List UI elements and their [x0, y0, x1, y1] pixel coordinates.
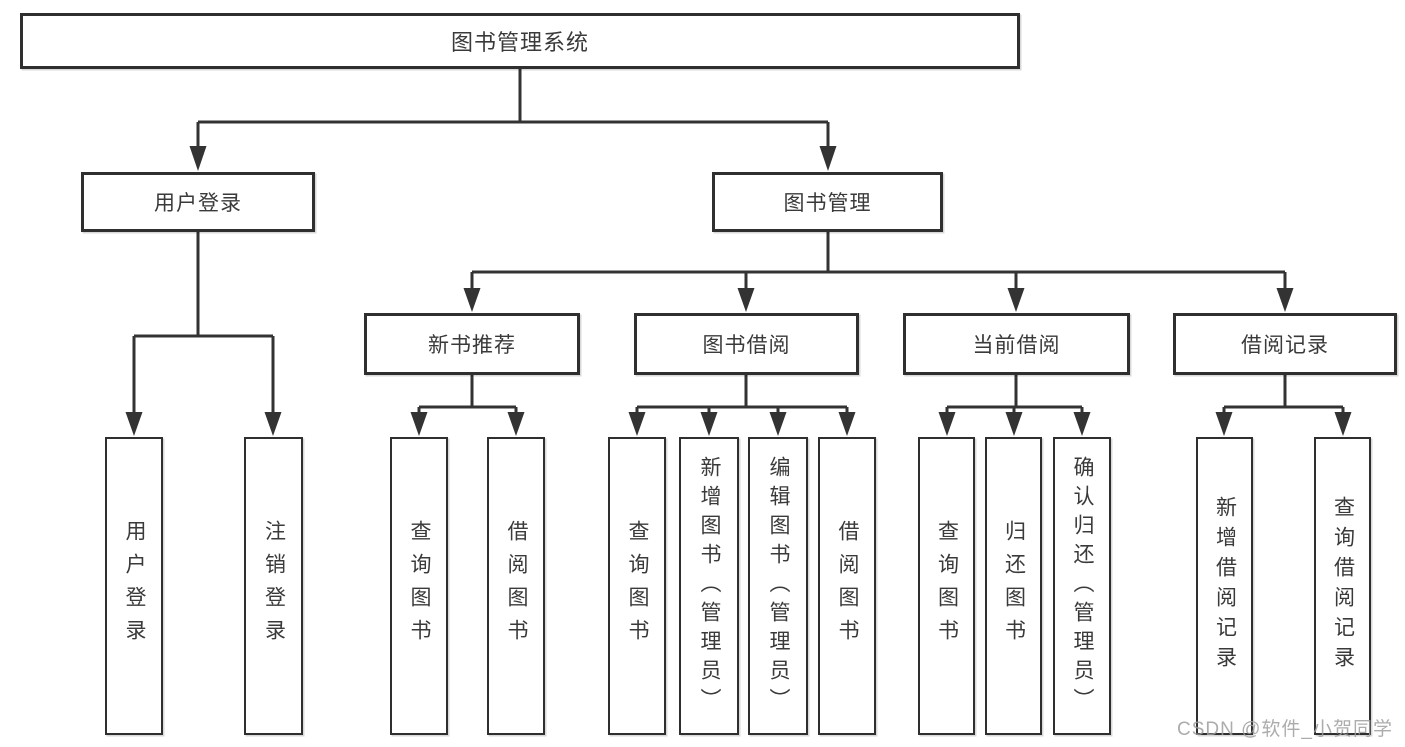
node-new-book-recommend: 新书推荐 — [364, 313, 580, 375]
arrowheads — [125, 146, 1352, 436]
node-library-system-root: 图书管理系统 — [20, 13, 1020, 69]
node-borrow-record: 借阅记录 — [1173, 313, 1397, 375]
node-label: 注销登录 — [262, 520, 286, 652]
node-label: 新增图书（管理员） — [698, 455, 721, 717]
leaf-edit-book-admin: 编辑图书（管理员） — [748, 437, 808, 735]
node-label: 新书推荐 — [428, 334, 516, 357]
node-label: 查询图书 — [935, 520, 959, 652]
node-label: 查询借阅记录 — [1331, 496, 1355, 676]
node-label: 图书借阅 — [702, 334, 791, 357]
leaf-query-book-2: 查询图书 — [608, 437, 666, 735]
node-label: 借阅图书 — [505, 520, 528, 652]
node-book-management: 图书管理 — [712, 172, 943, 232]
leaf-query-borrow-record: 查询借阅记录 — [1314, 437, 1371, 735]
node-label: 当前借阅 — [972, 334, 1061, 357]
node-current-borrow: 当前借阅 — [903, 313, 1130, 375]
node-label: 图书管理 — [783, 192, 872, 215]
leaf-query-book-3: 查询图书 — [918, 437, 975, 735]
leaf-confirm-return-admin: 确认归还（管理员） — [1053, 437, 1111, 735]
node-user-login: 用户登录 — [81, 172, 315, 232]
node-label: 图书管理系统 — [450, 30, 589, 55]
node-label: 查询图书 — [626, 520, 649, 652]
node-label: 借阅图书 — [836, 520, 859, 652]
leaf-return-book: 归还图书 — [985, 437, 1042, 735]
node-label: 用户登录 — [154, 192, 242, 215]
node-label: 新增借阅记录 — [1213, 496, 1237, 676]
node-label: 编辑图书（管理员） — [767, 455, 790, 717]
leaf-add-book-admin: 新增图书（管理员） — [679, 437, 739, 735]
node-label: 查询图书 — [408, 520, 431, 652]
csdn-watermark: CSDN @软件_小贺同学 — [1177, 719, 1393, 740]
leaf-user-login: 用户登录 — [105, 437, 163, 735]
leaf-borrow-book-1: 借阅图书 — [487, 437, 545, 735]
leaf-logout: 注销登录 — [244, 437, 303, 735]
node-label: 借阅记录 — [1241, 334, 1329, 357]
node-label: 归还图书 — [1002, 520, 1026, 652]
leaf-add-borrow-record: 新增借阅记录 — [1196, 437, 1253, 735]
leaf-borrow-book-2: 借阅图书 — [818, 437, 876, 735]
node-label: 用户登录 — [123, 520, 146, 652]
node-label: 确认归还（管理员） — [1071, 455, 1094, 717]
node-book-borrow: 图书借阅 — [634, 313, 859, 375]
leaf-query-book-1: 查询图书 — [390, 437, 448, 735]
